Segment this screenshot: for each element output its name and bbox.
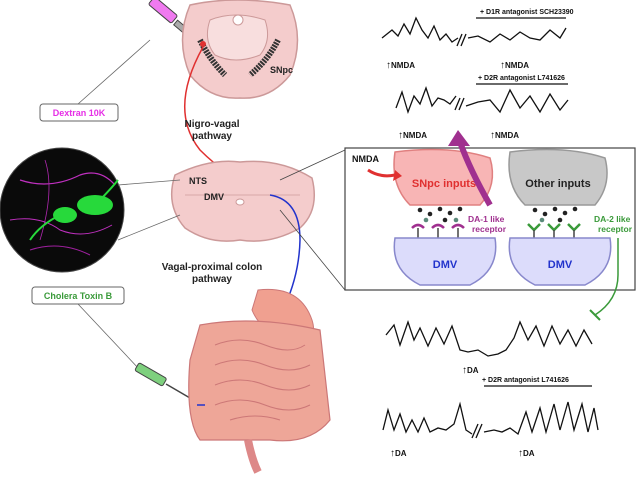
d2r-antagonist-bottom-label: + D2R antagonist L741626 xyxy=(482,377,569,384)
vagal-proximal-pathway-label: pathway xyxy=(192,274,232,285)
da-label-3: ↑DA xyxy=(518,448,535,459)
nmda-label-2: ↑NMDA xyxy=(500,60,529,71)
nigro-vagal-pathway-label: pathway xyxy=(192,131,232,142)
cholera-label: Cholera Toxin B xyxy=(44,291,113,301)
nmda-label-3: ↑NMDA xyxy=(398,130,427,141)
dextran-box xyxy=(39,103,119,122)
da-trace-1 xyxy=(385,319,593,357)
nigro-vagal-label: Nigro-vagal xyxy=(184,119,239,130)
nmda-label-1: ↑NMDA xyxy=(386,60,415,71)
dextran-label: Dextran 10K xyxy=(53,108,106,118)
dmv-left-neuron xyxy=(393,237,497,286)
magenta-arrow xyxy=(457,140,493,207)
da1-label-line1: DA-1 like xyxy=(468,214,505,224)
d2r-antagonist-top-label: + D2R antagonist L741626 xyxy=(478,75,565,82)
da2-label-line1: DA-2 like xyxy=(594,214,631,224)
dmv-right-neuron xyxy=(508,237,612,286)
green-inhibit-line xyxy=(594,238,619,316)
da1-label-line2: receptor xyxy=(472,224,507,234)
da2-label-line2: receptor xyxy=(598,224,633,234)
snpc-label: SNpc xyxy=(270,65,293,75)
dmv-label: DMV xyxy=(204,192,224,202)
d2r-trace-top xyxy=(395,86,569,115)
dmv-left-label: DMV xyxy=(433,259,458,271)
dopamine-dots xyxy=(417,206,578,223)
nmda-synapse-label: NMDA xyxy=(352,154,379,164)
d1r-antagonist-label: + D1R antagonist SCH23390 xyxy=(480,9,574,16)
da-label-1: ↑DA xyxy=(462,365,479,376)
da-trace-2 xyxy=(382,401,599,439)
da-label-2: ↑DA xyxy=(390,448,407,459)
d1r-trace xyxy=(381,16,567,47)
dmv-right-label: DMV xyxy=(548,259,573,271)
midbrain-section xyxy=(181,0,299,99)
nts-label: NTS xyxy=(189,176,207,186)
other-inputs-label: Other inputs xyxy=(525,178,590,190)
digestive-tract xyxy=(188,288,331,474)
syringe-bottom-icon xyxy=(134,362,191,399)
nmda-label-4: ↑NMDA xyxy=(490,130,519,141)
vagal-proximal-label: Vagal-proximal colon xyxy=(162,262,263,273)
microscopy-image xyxy=(0,147,125,273)
brainstem-section xyxy=(170,160,315,242)
snpc-inputs-label: SNpc inputs xyxy=(412,178,476,190)
other-inputs-terminal xyxy=(508,148,608,206)
